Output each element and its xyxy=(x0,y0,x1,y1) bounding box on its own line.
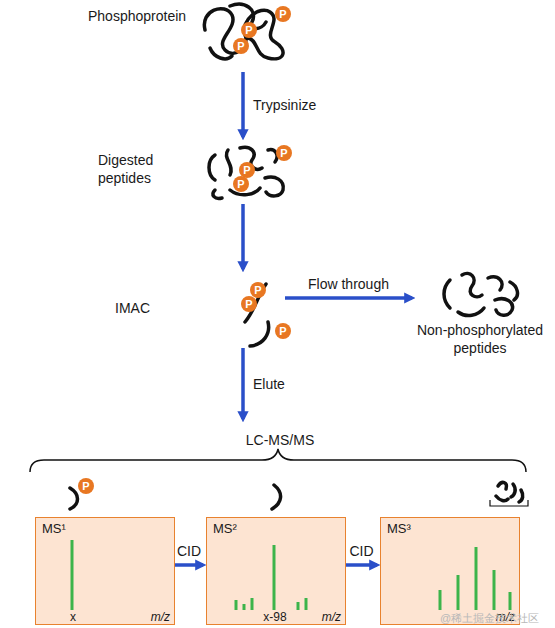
phospho-badge: P xyxy=(78,478,94,494)
stage-node: Non-phosphorylated peptides xyxy=(415,262,545,362)
fragment-bracket xyxy=(490,500,528,506)
peptide-fragment xyxy=(226,150,231,175)
flow-arrow xyxy=(285,296,412,300)
peptide-fragment xyxy=(458,308,484,315)
fragment-ion xyxy=(496,496,508,501)
edge-label: Trypsinize xyxy=(253,96,316,114)
phosphopeptide xyxy=(70,488,78,509)
flow-arrow xyxy=(346,563,377,567)
peptide-fragment xyxy=(265,177,283,196)
edge-label: Elute xyxy=(253,375,285,393)
axis-label: x-98 xyxy=(250,610,300,625)
panel-title: MS³ xyxy=(387,521,447,537)
peptide-fragment xyxy=(488,277,502,290)
fragment-ion xyxy=(511,484,515,497)
axis-label: m/z xyxy=(295,610,341,625)
phospho-badge: P xyxy=(276,145,292,161)
peptide-fragment xyxy=(510,282,517,300)
stage-label: LC-MS/MS xyxy=(25,432,535,450)
flow-arrow xyxy=(175,563,203,567)
fragment-ion xyxy=(498,482,506,489)
phospho-badge: P xyxy=(275,323,291,339)
phospho-badge: P xyxy=(241,22,257,38)
ms-panel: MS² x-98m/z xyxy=(206,517,346,625)
edge-label: CID xyxy=(139,542,239,560)
edge-label: CID xyxy=(312,542,412,560)
phospho-badge: P xyxy=(241,296,257,312)
stage-label: Phosphoprotein xyxy=(88,8,208,26)
stage-label: IMAC xyxy=(115,300,175,318)
protein-chain xyxy=(210,48,232,59)
stage-label: Digested peptides xyxy=(98,152,170,187)
peptide-fragment xyxy=(462,273,482,296)
peptide-fragment xyxy=(209,155,215,180)
peptide-fragment xyxy=(495,299,513,316)
peptide-fragment xyxy=(213,190,222,198)
stage-label: Non-phosphorylated peptides xyxy=(415,322,545,357)
flow-arrow xyxy=(241,72,245,137)
edge-label: Flow through xyxy=(299,275,399,293)
stage-node: Phosphoprotein xyxy=(85,2,300,72)
ms-panel: MS³m/z xyxy=(380,517,520,625)
ms-panel: MS¹ x m/z xyxy=(35,517,175,625)
phosphopeptide xyxy=(250,322,269,346)
fragment-ion xyxy=(519,490,523,502)
phospho-badge: P xyxy=(250,282,266,298)
phospho-badge: P xyxy=(233,176,249,192)
flow-arrow xyxy=(241,348,245,419)
flow-arrow xyxy=(241,204,245,269)
lc-ms-brace xyxy=(30,449,526,472)
stage-node: Digested peptides xyxy=(90,140,300,204)
ms-group: LC-MS/MSMS¹xm/zMS²x-98m/zMS³m/z xyxy=(25,422,535,628)
panel-title: MS¹ xyxy=(42,521,102,537)
phospho-badge: P xyxy=(233,38,249,54)
axis-label: m/z xyxy=(124,610,170,625)
axis-label: x xyxy=(63,610,83,625)
phospho-badge: P xyxy=(275,6,291,22)
dephospho-peptide xyxy=(272,485,281,509)
peptide-fragment xyxy=(444,280,450,308)
protein-chain xyxy=(204,9,283,59)
watermark: @稀土掘金技术社区 xyxy=(440,611,539,626)
panel-title: MS² xyxy=(213,521,273,537)
